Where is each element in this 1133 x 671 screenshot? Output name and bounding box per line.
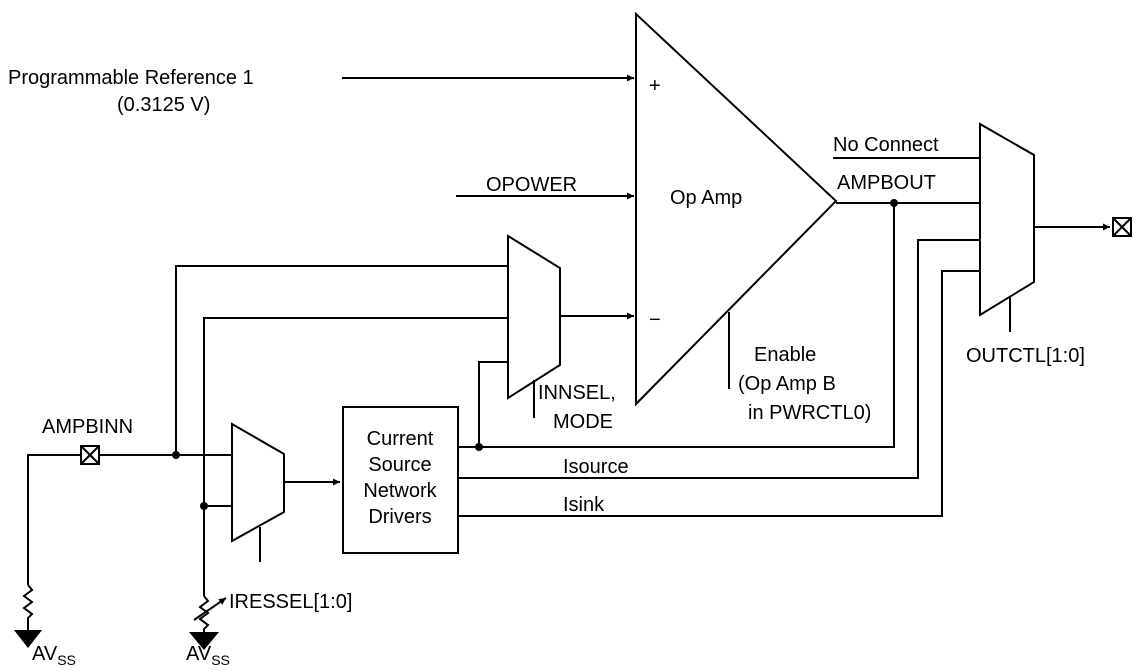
ground-symbol-icon bbox=[189, 632, 219, 650]
output-pin-icon bbox=[1112, 217, 1132, 237]
reference-value: (0.3125 V) bbox=[117, 94, 210, 116]
opower-label: OPOWER bbox=[486, 174, 577, 196]
input-mux bbox=[507, 234, 561, 400]
reference-label: Programmable Reference 1 bbox=[8, 67, 254, 89]
current-source-label-line4: Drivers bbox=[368, 506, 431, 528]
op-amp-triangle bbox=[635, 11, 838, 407]
feedback-wire bbox=[458, 203, 895, 448]
isource-label: Isource bbox=[563, 456, 629, 478]
current-source-label-line1: Current bbox=[367, 428, 434, 450]
feedback-junction-dot bbox=[475, 443, 483, 451]
no-connect-label: No Connect bbox=[833, 134, 939, 156]
op-amp-plus-sign: + bbox=[649, 75, 661, 97]
current-source-label-line3: Network bbox=[363, 480, 437, 502]
innsel-label-line1: INNSEL, bbox=[538, 382, 616, 404]
ground-label-right: AVSS bbox=[186, 643, 230, 666]
ampbinn-junction-dot bbox=[172, 451, 180, 459]
ampbinn-to-input-mux-wire bbox=[175, 265, 508, 454]
isource-wire bbox=[458, 239, 980, 479]
outctl-label: OUTCTL[1:0] bbox=[966, 345, 1085, 367]
op-amp-title: Op Amp bbox=[670, 187, 742, 209]
variable-resistor-icon bbox=[193, 595, 227, 632]
op-amp-minus-sign: − bbox=[649, 309, 661, 331]
ground-label-left: AVSS bbox=[32, 643, 76, 666]
fixed-resistor-icon bbox=[22, 584, 34, 630]
ampbinn-label: AMPBINN bbox=[42, 416, 133, 438]
ground-symbol-icon bbox=[14, 630, 42, 648]
isink-wire bbox=[458, 270, 980, 517]
isink-label: Isink bbox=[563, 494, 605, 516]
iressel-label: IRESSEL[1:0] bbox=[229, 591, 352, 613]
enable-label-line3: in PWRCTL0) bbox=[748, 402, 871, 424]
output-mux bbox=[979, 122, 1035, 317]
current-source-label-line2: Source bbox=[368, 454, 431, 476]
ampbinn-left-wire bbox=[27, 454, 81, 585]
enable-label-line1: Enable bbox=[754, 344, 816, 366]
innsel-label-line2: MODE bbox=[553, 411, 613, 433]
enable-label-line2: (Op Amp B bbox=[738, 373, 836, 395]
resistor-select-mux bbox=[231, 422, 285, 543]
feedback-to-input-mux-wire bbox=[478, 361, 508, 446]
ampbinn-pin-icon bbox=[80, 445, 100, 465]
ampbout-label: AMPBOUT bbox=[837, 172, 936, 194]
current-source-block bbox=[342, 406, 459, 554]
